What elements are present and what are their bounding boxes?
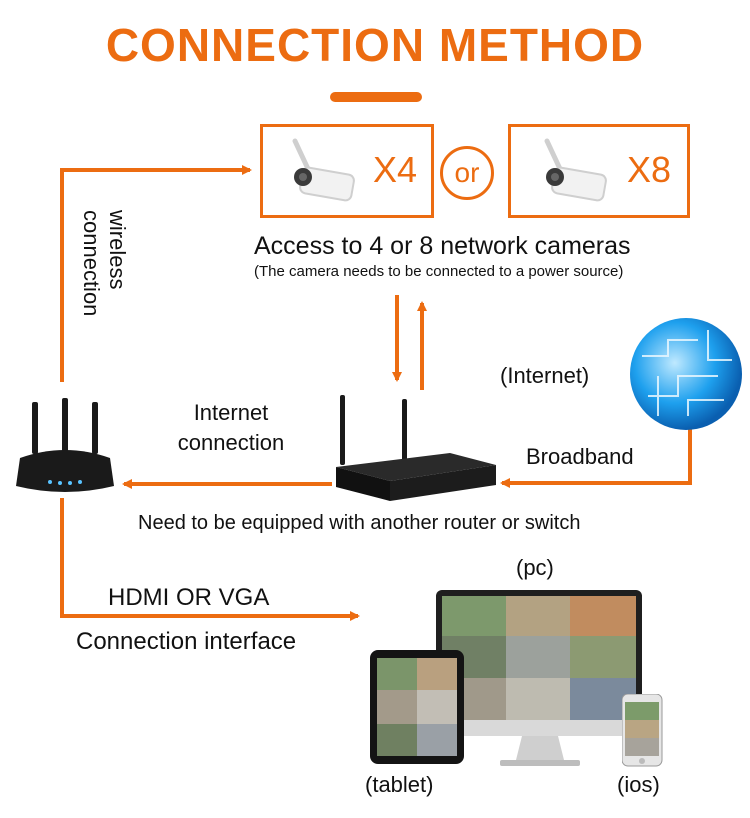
- wireless-arrow: [60, 165, 252, 382]
- internet-connection-label: Internet connection: [156, 398, 306, 458]
- camera-caption: Access to 4 or 8 network cameras: [254, 232, 631, 260]
- interface-label: Connection interface: [76, 628, 297, 655]
- camera-qty-x4: X4: [373, 149, 418, 190]
- router-icon: [16, 398, 114, 492]
- router-note: Need to be equipped with another router …: [138, 512, 581, 534]
- camera-qty-x8: X8: [627, 149, 672, 190]
- or-badge: or: [440, 146, 494, 200]
- wireless-label: wireless connection: [78, 210, 130, 316]
- hdmi-arrow: [60, 498, 360, 621]
- camera-box-x4: X4: [260, 124, 434, 218]
- wireless-label-line2: connection: [79, 210, 104, 317]
- monitor-icon: [436, 590, 642, 766]
- tablet-icon: [370, 650, 464, 764]
- internet-label: (Internet): [500, 363, 590, 388]
- wifi-camera-icon: [544, 138, 607, 202]
- wireless-label-line1: wireless: [105, 210, 130, 290]
- ios-label: (ios): [617, 772, 660, 797]
- tablet-label: (tablet): [365, 772, 434, 797]
- title-underline: [330, 92, 422, 102]
- globe-icon: [630, 318, 742, 430]
- wifi-camera-icon: [292, 138, 355, 202]
- internet-connection-line2: connection: [177, 430, 285, 455]
- page-title: CONNECTION METHOD: [105, 19, 645, 71]
- monitor-screen-tiles: [442, 596, 636, 720]
- camera-box-x8: X8: [508, 124, 690, 218]
- nvr-icon: [336, 395, 496, 501]
- camera-power-note: (The camera needs to be connected to a p…: [254, 263, 624, 280]
- hdmi-label: HDMI OR VGA: [108, 584, 270, 611]
- internet-connection-line1: Internet: [193, 400, 269, 425]
- broadband-label: Broadband: [526, 444, 634, 469]
- phone-icon: [622, 694, 663, 767]
- pc-label: (pc): [516, 555, 554, 580]
- broadband-arrow: [500, 428, 692, 488]
